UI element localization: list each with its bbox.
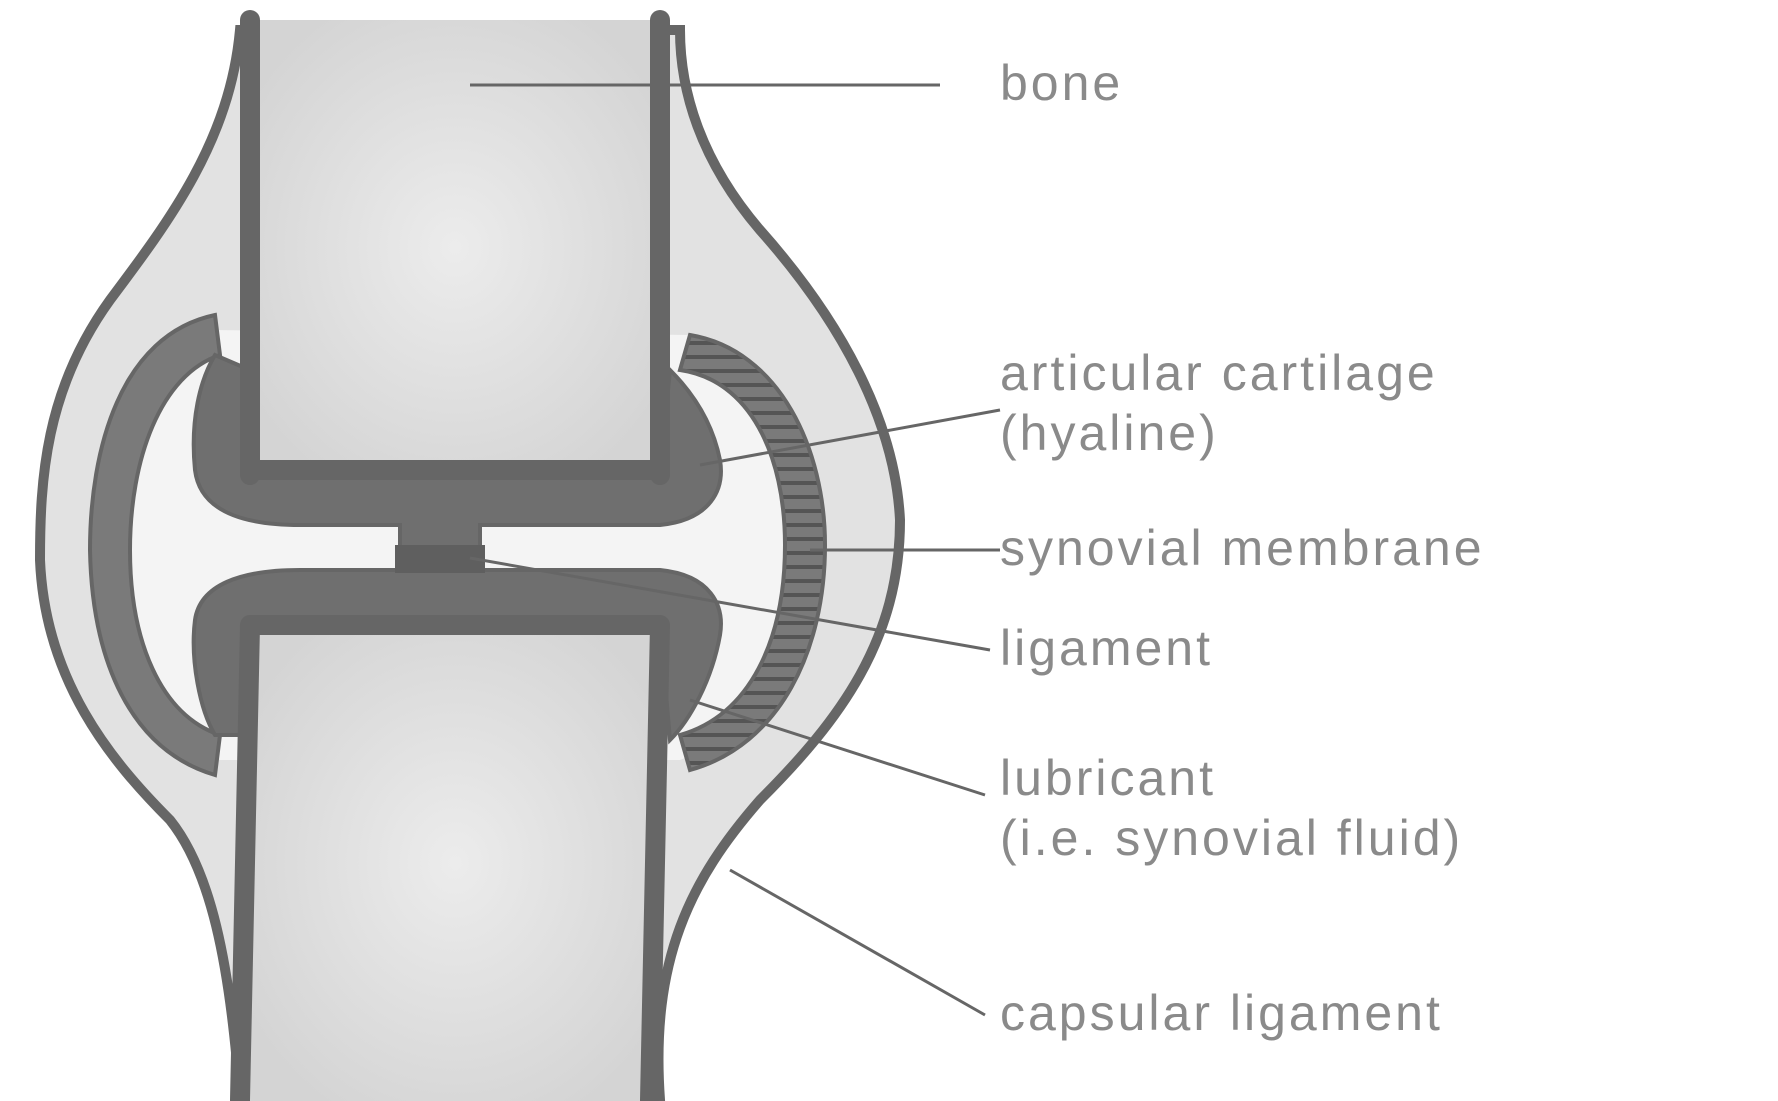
leader-capsular-ligament [730,870,985,1015]
label-lubricant-synovial-fluid: (i.e. synovial fluid) [1000,810,1463,866]
label-lubricant: lubricant [1000,750,1216,806]
lower-bone-shaft [250,625,660,1101]
lower-bone-right-edge [650,625,660,1100]
lower-bone-left-edge [240,625,250,1100]
label-capsular-ligament: capsular ligament [1000,985,1443,1041]
label-ligament: ligament [1000,620,1213,676]
upper-bone-shaft [250,20,660,475]
label-articular-cartilage: articular cartilage [1000,345,1438,401]
label-bone: bone [1000,55,1123,111]
label-articular-cartilage-hyaline: (hyaline) [1000,405,1219,461]
label-synovial-membrane: synovial membrane [1000,520,1485,576]
